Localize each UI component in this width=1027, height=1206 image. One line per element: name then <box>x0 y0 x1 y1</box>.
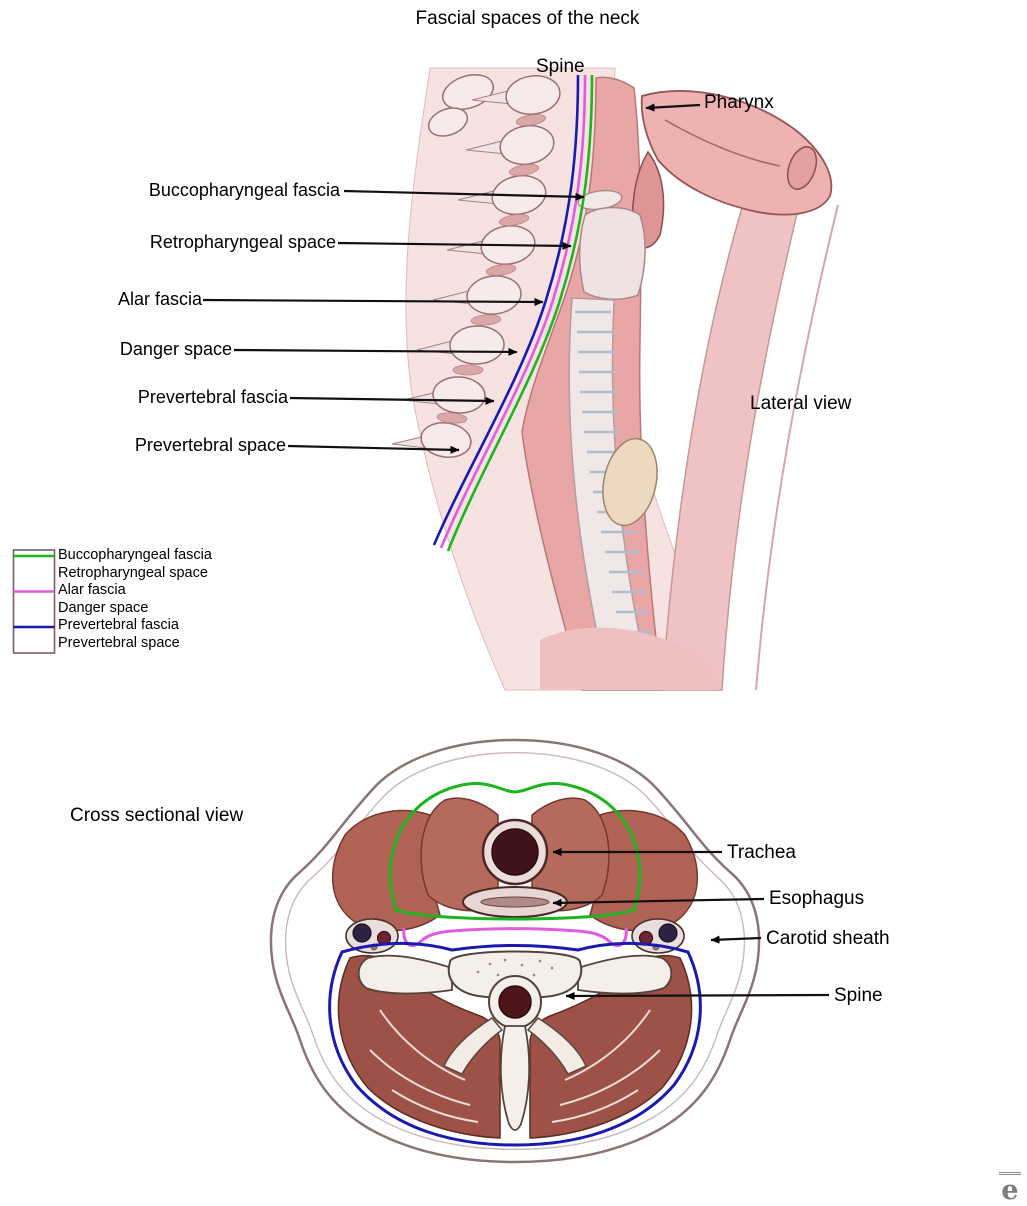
lamina-left <box>443 1017 504 1075</box>
leader-retro <box>337 241 572 250</box>
figure-title: Fascial spaces of the neck <box>415 8 640 29</box>
leader-bucco <box>343 189 585 201</box>
label-trachea: Trachea <box>727 842 796 863</box>
transverse-process-right <box>577 954 673 995</box>
buccopharyngeal-fascia-line-lateral <box>446 74 594 552</box>
oropharynx-inner-line <box>664 119 781 167</box>
prevertebral-fascia-line-cross <box>328 941 702 1147</box>
transverse-process-left <box>357 954 453 995</box>
label-danger-space: Danger space <box>119 339 232 359</box>
alar-fascia-line-lateral <box>439 74 587 549</box>
label-spine-lateral: Spine <box>536 56 585 77</box>
leader-esophagus <box>552 897 765 907</box>
legend-item-retropharyngeal-space: Retropharyngeal space <box>58 564 208 581</box>
leader-alar <box>202 297 544 306</box>
alar-fascia-line-cross <box>402 927 628 947</box>
legend: Buccopharyngeal fascia Retropharyngeal s… <box>12 546 272 664</box>
label-prevertebral-fascia: Prevertebral fascia <box>137 387 288 407</box>
legend-item-prevertebral-fascia: Prevertebral fascia <box>58 617 179 634</box>
oropharynx-tube <box>640 90 833 216</box>
neck-inner-contour <box>284 751 746 1151</box>
leader-prevs <box>287 444 460 454</box>
trachea-lumen <box>491 828 539 876</box>
label-buccopharyngeal-fascia: Buccopharyngeal fascia <box>148 180 340 200</box>
label-carotid-sheath: Carotid sheath <box>766 928 890 949</box>
spinous-process <box>499 1025 531 1131</box>
cross-section-illustration <box>269 738 761 1164</box>
lamina-right <box>526 1017 587 1075</box>
vertebra <box>357 950 673 1131</box>
spinal-cord <box>498 985 532 1019</box>
pharyngeal-sphincter <box>786 146 818 190</box>
label-spine-cross-section: Spine <box>834 985 883 1006</box>
label-retropharyngeal-space: Retropharyngeal space <box>149 232 336 252</box>
leader-spine-cross <box>565 991 830 1000</box>
thyroid-gland <box>602 437 658 527</box>
strap-muscle-right <box>531 797 610 912</box>
legend-box <box>12 549 56 654</box>
legend-item-prevertebral-space: Prevertebral space <box>58 634 180 651</box>
lower-neck-tissue <box>540 627 720 690</box>
leader-pharynx <box>645 103 701 112</box>
skin-outline-right <box>755 204 839 691</box>
thyroid-cartilage <box>578 206 646 300</box>
label-esophagus: Esophagus <box>769 888 865 909</box>
legend-item-danger-space: Danger space <box>58 599 149 616</box>
watermark-logo: e <box>999 1172 1021 1206</box>
leader-prevf <box>289 396 495 405</box>
label-pharynx: Pharynx <box>704 92 774 113</box>
anterior-muscle-left-lateral <box>332 809 441 932</box>
legend-labels: Buccopharyngeal fascia Retropharyngeal s… <box>58 547 212 653</box>
strap-muscle-left <box>420 797 499 912</box>
leader-carotid <box>710 935 762 944</box>
vertebral-body <box>447 950 583 1000</box>
caption-lateral-view: Lateral view <box>750 393 852 414</box>
label-prevertebral-space: Prevertebral space <box>134 435 286 455</box>
esophagus-lumen <box>480 896 550 908</box>
legend-swatch <box>12 549 56 654</box>
legend-item-buccopharyngeal-fascia: Buccopharyngeal fascia <box>58 547 212 563</box>
buccopharyngeal-fascia-line-cross <box>388 782 642 921</box>
prevertebral-fascia-line-lateral <box>432 74 580 546</box>
spine-vertebrae <box>391 74 561 458</box>
muscle-fascia-streaks <box>369 1009 661 1123</box>
caption-cross-sectional-view: Cross sectional view <box>70 805 244 826</box>
legend-item-alar-fascia: Alar fascia <box>58 582 126 599</box>
leader-danger <box>233 347 518 356</box>
label-alar-fascia: Alar fascia <box>117 289 202 309</box>
lateral-view-illustration <box>391 67 839 691</box>
